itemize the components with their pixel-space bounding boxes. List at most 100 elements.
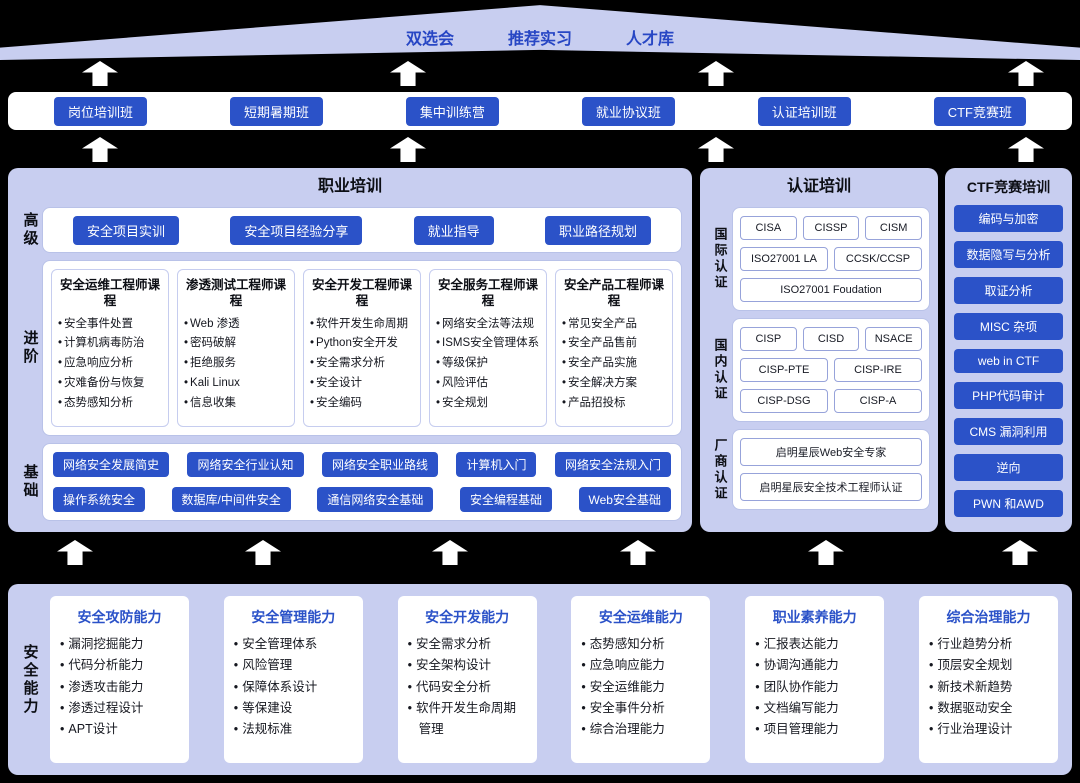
- class-track-button: 就业协议班: [581, 96, 675, 126]
- cert-badge: ISO27001 Foudation: [740, 278, 922, 302]
- cert-badge: CISP-PTE: [740, 358, 828, 382]
- advanced-course-button: 安全项目经验分享: [230, 215, 363, 245]
- course-card: 安全服务工程师课程 网络安全法等法规ISMS安全管理体系等级保护风险评估安全规划: [429, 269, 547, 427]
- up-arrow-icon: [808, 540, 844, 565]
- placement-banner-item: 推荐实习: [507, 31, 572, 48]
- career-training-panel: 职业培训 高级 安全项目实训安全项目经验分享就业指导职业路径规划 进阶 安全运维…: [8, 168, 692, 532]
- class-track-button: 集中训练营: [405, 96, 499, 126]
- course-item: 计算机病毒防治: [58, 334, 162, 354]
- vendor-cert-box: 启明星辰Web安全专家 启明星辰安全技术工程师认证: [732, 429, 930, 510]
- ability-item-list: 行业趋势分析顶层安全规划新技术新趋势数据驱动安全行业治理设计: [929, 634, 1048, 740]
- ability-card: 安全攻防能力 漏洞挖掘能力代码分析能力渗透攻击能力渗透过程设计APT设计: [50, 596, 189, 763]
- cert-badge: CISP-DSG: [740, 389, 828, 413]
- cert-row: 启明星辰安全技术工程师认证: [740, 473, 922, 501]
- intermediate-course-row: 安全运维工程师课程 安全事件处置计算机病毒防治应急响应分析灾难备份与恢复态势感知…: [42, 260, 682, 436]
- placement-banner-item: 双选会: [405, 31, 454, 48]
- basic-course-button: 通信网络安全基础: [317, 487, 434, 512]
- ability-card-title: 职业素养能力: [772, 609, 857, 625]
- placement-banner-items: 双选会推荐实习人才库: [0, 25, 1080, 49]
- course-card-title: 安全服务工程师课程: [437, 278, 538, 309]
- cert-badge: 启明星辰Web安全专家: [740, 438, 922, 466]
- up-arrow-icon: [82, 61, 118, 86]
- course-item: 应急响应分析: [58, 354, 162, 374]
- ability-item: 渗透攻击能力: [60, 677, 179, 698]
- ability-card: 职业素养能力 汇报表达能力协调沟通能力团队协作能力文档编写能力项目管理能力: [745, 596, 885, 763]
- ctf-topic-button: MISC 杂项: [954, 313, 1063, 340]
- ability-item: 软件开发生命周期管理: [408, 698, 527, 741]
- ability-item: 安全管理体系: [234, 634, 353, 655]
- ability-item: 风险管理: [234, 655, 353, 676]
- ctf-topic-button: CMS 漏洞利用: [954, 418, 1063, 445]
- ability-item: 综合治理能力: [581, 719, 700, 740]
- course-item: 安全产品售前: [562, 334, 666, 354]
- course-card: 安全开发工程师课程 软件开发生命周期Python安全开发安全需求分析安全设计安全…: [303, 269, 421, 427]
- basic-course-button: 网络安全职业路线: [321, 452, 438, 477]
- basic-course-button: Web安全基础: [578, 487, 671, 512]
- ability-item: 行业趋势分析: [929, 634, 1048, 655]
- intermediate-level-row: 进阶 安全运维工程师课程 安全事件处置计算机病毒防治应急响应分析灾难备份与恢复态…: [18, 260, 682, 436]
- up-arrow-icon: [1008, 137, 1044, 162]
- ability-item: 汇报表达能力: [755, 634, 874, 655]
- up-arrow-icon: [82, 137, 118, 162]
- advanced-level-label: 高级: [21, 212, 39, 248]
- basic-course-button: 安全编程基础: [459, 487, 552, 512]
- course-card-title: 安全产品工程师课程: [563, 278, 664, 309]
- course-item: 态势感知分析: [58, 394, 162, 414]
- ability-item: 顶层安全规划: [929, 655, 1048, 676]
- course-item: 安全产品实施: [562, 354, 666, 374]
- basic-course-button: 网络安全法规入门: [554, 452, 671, 477]
- course-item-list: 网络安全法等法规ISMS安全管理体系等级保护风险评估安全规划: [436, 315, 540, 414]
- ability-item: 法规标准: [234, 719, 353, 740]
- ability-item-list: 漏洞挖掘能力代码分析能力渗透攻击能力渗透过程设计APT设计: [60, 634, 179, 740]
- course-item: 等级保护: [436, 354, 540, 374]
- international-cert-label: 国际认证: [712, 227, 728, 291]
- security-abilities-panel: 安全能力 安全攻防能力 漏洞挖掘能力代码分析能力渗透攻击能力渗透过程设计APT设…: [8, 584, 1072, 775]
- basic-level-label: 基础: [21, 464, 39, 500]
- course-card: 渗透测试工程师课程 Web 渗透密码破解拒绝服务Kali Linux信息收集: [177, 269, 295, 427]
- ability-item: APT设计: [60, 719, 179, 740]
- course-item-list: Web 渗透密码破解拒绝服务Kali Linux信息收集: [184, 315, 288, 414]
- course-card-title: 渗透测试工程师课程: [185, 278, 286, 309]
- ability-item: 数据驱动安全: [929, 698, 1048, 719]
- ability-item: 安全需求分析: [408, 634, 527, 655]
- ability-card: 综合治理能力 行业趋势分析顶层安全规划新技术新趋势数据驱动安全行业治理设计: [918, 596, 1058, 763]
- course-item: ISMS安全管理体系: [436, 334, 540, 354]
- advanced-course-button: 安全项目实训: [73, 215, 180, 245]
- course-item: 风险评估: [436, 374, 540, 394]
- ability-card: 安全开发能力 安全需求分析安全架构设计代码安全分析软件开发生命周期管理: [397, 596, 537, 763]
- up-arrow-icon: [1008, 61, 1044, 86]
- course-item: Web 渗透: [184, 315, 288, 335]
- course-item: 常见安全产品: [562, 315, 666, 335]
- ability-item: 文档编写能力: [755, 698, 874, 719]
- ability-item: 漏洞挖掘能力: [60, 634, 179, 655]
- cert-badge: NSACE: [865, 327, 923, 351]
- course-item: 灾难备份与恢复: [58, 374, 162, 394]
- class-track-button: 认证培训班: [757, 96, 851, 126]
- course-item: Kali Linux: [184, 374, 288, 394]
- course-item: 密码破解: [184, 334, 288, 354]
- class-track-button: 岗位培训班: [54, 96, 148, 126]
- ctf-topic-button: 取证分析: [954, 277, 1063, 304]
- ability-card: 安全管理能力 安全管理体系风险管理保障体系设计等保建设法规标准: [223, 596, 363, 763]
- basic-course-button: 操作系统安全: [53, 487, 146, 512]
- course-item-list: 常见安全产品安全产品售前安全产品实施安全解决方案产品招投标: [562, 315, 666, 414]
- up-arrow-icon: [620, 540, 656, 565]
- cert-badge: 启明星辰安全技术工程师认证: [740, 473, 922, 501]
- cert-badge: CISM: [865, 216, 923, 240]
- basic-course-button: 计算机入门: [456, 452, 537, 477]
- career-training-title: 职业培训: [317, 178, 382, 195]
- domestic-cert-label: 国内认证: [712, 338, 728, 402]
- basic-course-button: 网络安全行业认知: [187, 452, 304, 477]
- ability-card-title: 安全攻防能力: [77, 609, 162, 625]
- course-item-list: 安全事件处置计算机病毒防治应急响应分析灾难备份与恢复态势感知分析: [58, 315, 162, 414]
- course-item: 拒绝服务: [184, 354, 288, 374]
